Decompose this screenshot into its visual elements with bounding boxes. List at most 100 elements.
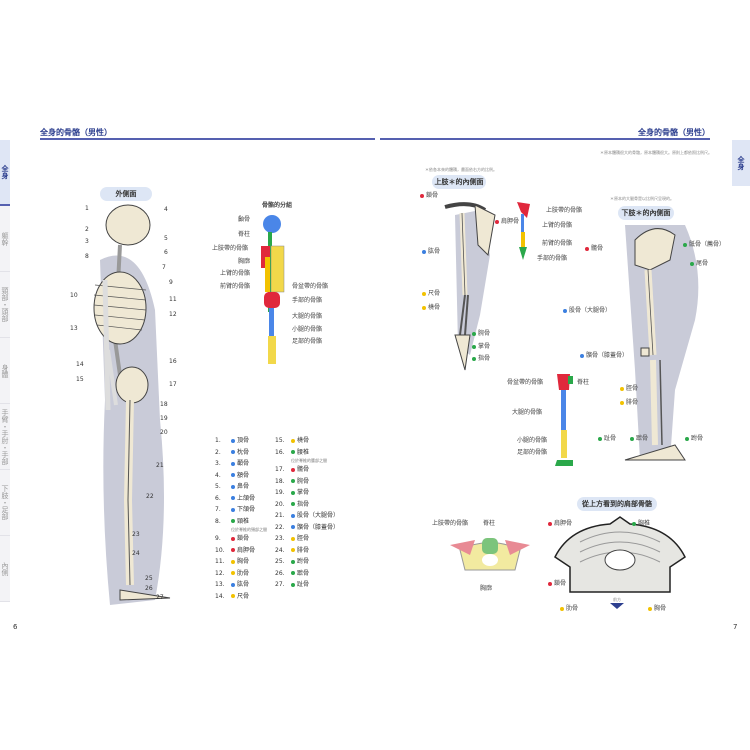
legend-number: 2. — [215, 448, 221, 456]
color-dot — [291, 438, 295, 443]
callout-22: 22 — [146, 493, 154, 500]
tab-body[interactable]: 身體 — [0, 338, 10, 404]
callout-26: 26 — [145, 585, 153, 592]
tab-neck-head[interactable]: 頸部・頭部 — [0, 272, 10, 338]
thorax-vertebra-label: 胸椎 — [632, 518, 650, 527]
upper-clavicle-label: 鎖骨 — [420, 190, 438, 199]
callout-19: 19 — [160, 415, 168, 422]
thorax-scapula-label: 肩胛骨 — [548, 518, 572, 527]
callout-13: 13 — [70, 325, 78, 332]
upper-group-forearm: 前臂的骨骼 — [542, 240, 573, 247]
legend-bone-name: 肋骨 — [237, 569, 250, 577]
legend-number: 22. — [275, 523, 285, 531]
group-label-thigh: 大腿的骨骼 — [292, 313, 323, 320]
upper-group-shoulder: 上肢帶的骨骼 — [546, 207, 583, 214]
upper-limb-illustration — [444, 202, 496, 371]
color-dot — [231, 536, 235, 541]
upper-limb-title: 上肢＊的內側面 — [432, 175, 486, 189]
legend-bone-name: 頸椎 — [237, 517, 250, 525]
color-dot — [548, 521, 552, 526]
legend-item: 20.指骨 — [275, 499, 339, 511]
thorax-small-label-shoulder: 上肢帶的骨骼 — [432, 520, 469, 527]
lower-limb-note: ＊原本的大腿骨是以比例尺呈現的。 — [610, 196, 674, 201]
color-dot — [291, 525, 295, 529]
callout-6: 6 — [164, 249, 168, 256]
legend-item: 26.蹠骨 — [275, 568, 339, 580]
legend-item: 21.股骨（大腿骨） — [275, 510, 339, 522]
color-dot — [231, 559, 235, 564]
right-page-header: 全身的骨骼（男性） — [638, 128, 710, 137]
tab-inner[interactable]: 內側 — [0, 536, 10, 602]
upper-ulna-label: 尺骨 — [422, 288, 440, 297]
tab-trunk[interactable]: 軀幹 — [0, 206, 10, 272]
upper-radius-label: 橈骨 — [422, 302, 440, 311]
legend-number: 17. — [275, 466, 285, 473]
legend-item: 10.肩胛骨 — [215, 545, 267, 557]
color-dot — [420, 193, 424, 198]
legend-item: 8.頸椎 — [215, 516, 267, 528]
color-dot — [560, 606, 564, 611]
color-dot — [620, 386, 624, 391]
lower-metatarsal-label: 蹠骨 — [630, 433, 648, 442]
legend-number: 10. — [215, 546, 225, 554]
legend-item: 3.顳骨 — [215, 458, 267, 470]
color-dot — [422, 249, 426, 254]
thorax-sternum-label: 胸骨 — [648, 603, 666, 612]
legend-number: 24. — [275, 546, 285, 554]
legend-number: 13. — [215, 581, 225, 588]
legend-number: 6. — [215, 494, 221, 502]
tab-leg-foot[interactable]: 下肢・足部 — [0, 470, 10, 536]
callout-16: 16 — [169, 358, 177, 365]
legend-item: 22.髕骨（膝蓋骨） — [275, 522, 339, 534]
callout-15: 15 — [76, 376, 84, 383]
legend-item: 2.枕骨 — [215, 447, 267, 459]
upper-metacarpal-label: 掌骨 — [472, 341, 490, 350]
group-label-hand: 手部的骨骼 — [292, 297, 323, 304]
callout-18: 18 — [160, 401, 168, 408]
legend-item: 25.跗骨 — [275, 556, 339, 568]
callout-17: 17 — [169, 381, 177, 388]
callout-2: 2 — [85, 226, 89, 233]
legend-number: 12. — [215, 569, 225, 577]
legend-bone-name: 橈骨 — [297, 437, 310, 444]
color-dot — [648, 606, 652, 611]
legend-bone-name: 上頜骨 — [237, 494, 256, 502]
lower-femur-label: 股骨（大腿骨） — [563, 305, 611, 314]
color-dot — [472, 331, 476, 336]
color-dot — [585, 246, 589, 251]
legend-number: 23. — [275, 535, 285, 542]
callout-5: 5 — [164, 235, 168, 242]
chapter-tabs: 全身 軀幹 頸部・頭部 身體 手臂・手肘・手部 下肢・足部 內側 — [0, 140, 18, 602]
callout-24: 24 — [132, 550, 140, 557]
legend-bone-name: 指骨 — [297, 500, 310, 508]
lower-tarsal-label: 跗骨 — [685, 433, 703, 442]
group-label-skull: 顱骨 — [238, 216, 251, 223]
lower-limb-title: 下肢＊的內側面 — [618, 206, 674, 220]
legend-item: 7.下頜骨 — [215, 504, 267, 516]
legend-item: 17. 髖骨 — [275, 464, 339, 476]
legend-bone-name: 趾骨 — [297, 581, 310, 588]
legend-item: 9.鎖骨 — [215, 533, 267, 545]
callout-23: 23 — [132, 531, 140, 538]
lower-hip-label: 髖骨 — [585, 243, 603, 252]
legend-item: 4.額骨 — [215, 470, 267, 482]
color-dot — [472, 356, 476, 361]
tab-whole-body-right[interactable]: 全身 — [732, 140, 750, 186]
legend-bone-name: 髖骨 — [297, 466, 310, 473]
callout-14: 14 — [76, 361, 84, 368]
legend-item: 5.鼻骨 — [215, 481, 267, 493]
legend-item: 1.頂骨 — [215, 435, 267, 447]
grouping-skeleton-illustration — [261, 215, 285, 364]
lateral-view-title: 外側面 — [100, 187, 152, 201]
upper-carpal-label: 腕骨 — [472, 328, 490, 337]
group-label-forearm: 前臂的骨骼 — [220, 283, 251, 290]
group-label-spine: 脊柱 — [238, 231, 251, 238]
lower-phalanx-label: 趾骨 — [598, 433, 616, 442]
lower-patella-label: 髕骨（膝蓋骨） — [580, 350, 628, 359]
tab-arm[interactable]: 手臂・手肘・手部 — [0, 404, 10, 470]
tab-whole-body[interactable]: 全身 — [0, 140, 10, 206]
callout-8: 8 — [85, 253, 89, 260]
legend-bone-name: 胸骨 — [237, 558, 250, 565]
upper-group-upper-arm: 上臂的骨骼 — [542, 222, 573, 229]
